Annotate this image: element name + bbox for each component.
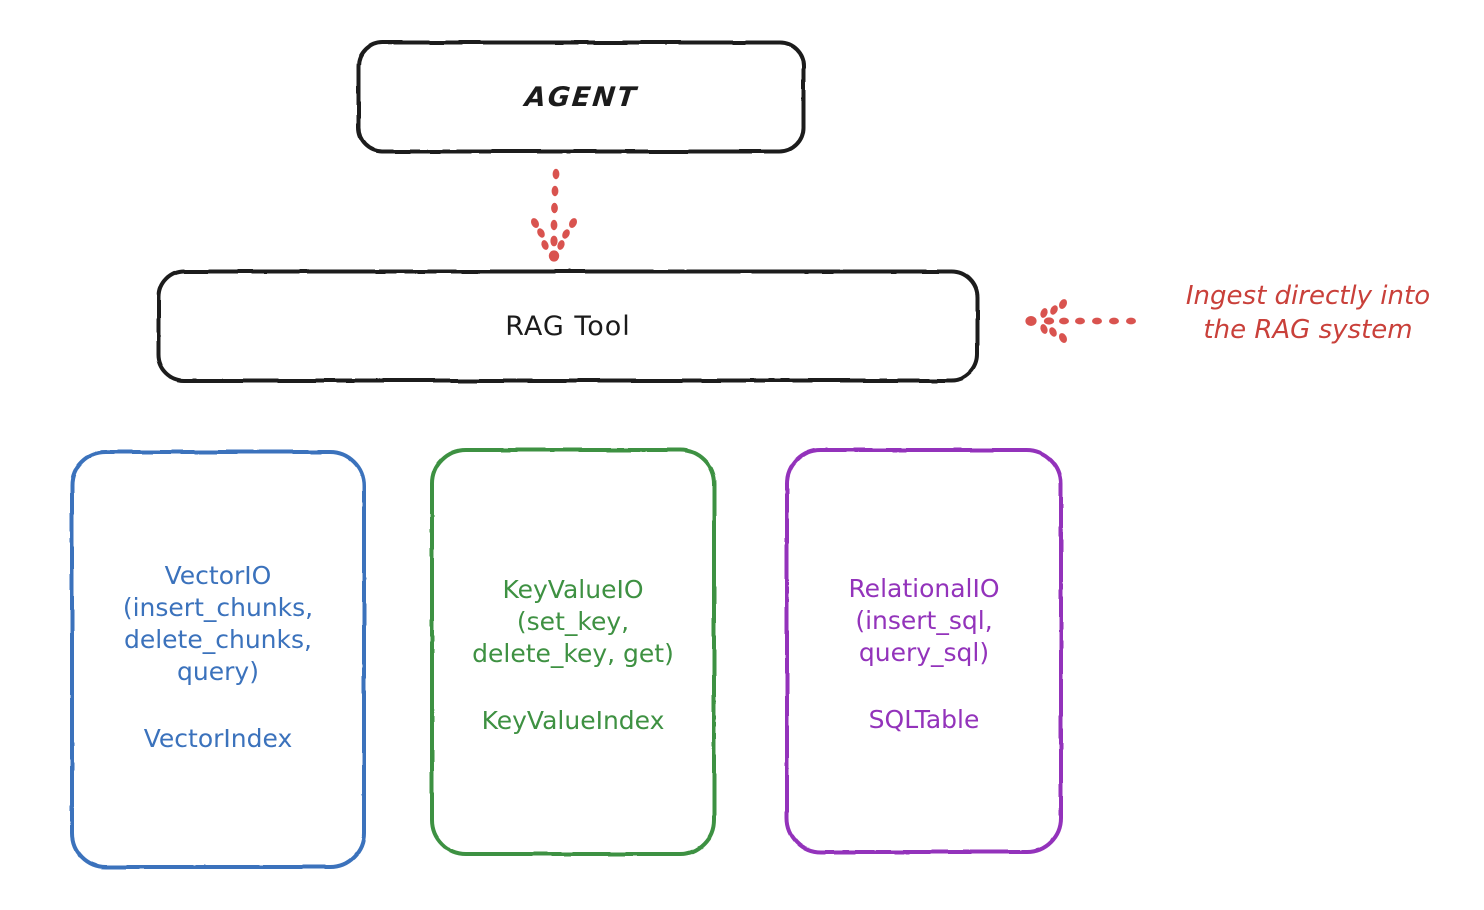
relational-io-api-label: RelationalIO (insert_sql, query_sql) <box>848 573 1000 667</box>
key-value-io-box-outline[interactable] <box>430 448 716 856</box>
relational-io-box-outline[interactable] <box>785 448 1063 854</box>
rag-tool-node[interactable]: RAG Tool <box>157 270 979 382</box>
key-value-index-label: KeyValueIndex <box>481 705 665 735</box>
rag-tool-label: RAG Tool <box>505 310 631 342</box>
vector-index-label: VectorIndex <box>143 724 293 753</box>
agent-label: AGENT <box>523 81 639 113</box>
relational-io-node[interactable]: RelationalIO (insert_sql, query_sql) SQL… <box>785 448 1063 854</box>
vector-io-node[interactable]: VectorIO (insert_chunks, delete_chunks, … <box>70 450 366 869</box>
key-value-io-api-label: KeyValueIO (set_key, delete_key, get) <box>472 574 674 668</box>
rag-tool-box-outline[interactable] <box>156 269 980 383</box>
ingest-arrow-icon <box>1025 299 1136 343</box>
agent-box-outline[interactable] <box>356 40 806 154</box>
sql-table-label: SQLTable <box>868 704 980 734</box>
key-value-io-node[interactable]: KeyValueIO (set_key, delete_key, get) Ke… <box>430 448 716 856</box>
vector-io-api-label: VectorIO (insert_chunks, delete_chunks, … <box>122 561 314 686</box>
agent-to-rag-arrow-icon <box>530 168 578 262</box>
vector-io-box-outline[interactable] <box>70 450 366 869</box>
ingest-annotation-label: Ingest directly into the RAG system <box>1185 281 1431 346</box>
agent-node[interactable]: AGENT <box>357 41 805 153</box>
